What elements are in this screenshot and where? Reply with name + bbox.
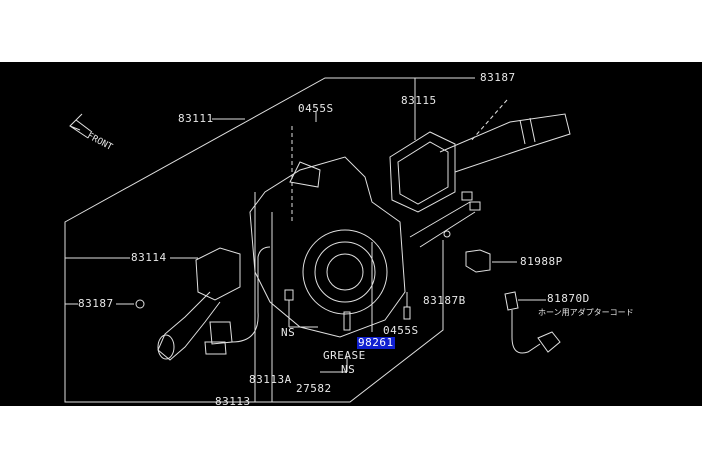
horn-adapter-cord [504, 291, 541, 354]
part-label-83115[interactable]: 83115 [401, 94, 437, 107]
part-label-83187b[interactable]: 83187B [423, 294, 466, 307]
clock-spring [302, 229, 388, 315]
part-label-83113[interactable]: 83113 [215, 395, 251, 408]
parts-diagram: FRONT 83187 83115 0455S 83111 83114 8318… [0, 62, 702, 408]
relay-81988p [465, 249, 491, 273]
part-note-horn-adapter-cord: ホーン用アダプターコード [538, 308, 634, 317]
part-label-0455s-bottom[interactable]: 0455S [383, 324, 419, 337]
part-label-83187-left[interactable]: 83187 [78, 297, 114, 310]
part-label-27582[interactable]: 27582 [296, 382, 332, 395]
part-label-0455s-top[interactable]: 0455S [298, 102, 334, 115]
part-label-83111[interactable]: 83111 [178, 112, 214, 125]
grease-label: GREASE [323, 349, 366, 362]
part-label-83187-top[interactable]: 83187 [480, 71, 516, 84]
part-label-81988p[interactable]: 81988P [520, 255, 563, 268]
turn-signal-switch [195, 247, 241, 301]
part-label-83113a[interactable]: 83113A [249, 373, 292, 386]
assembly-frame [64, 77, 475, 403]
combination-switch-body [249, 156, 406, 338]
diagram-drawing [64, 77, 571, 403]
part-label-83114[interactable]: 83114 [131, 251, 167, 264]
ns-label-left: NS [281, 326, 296, 339]
turn-signal-lever [157, 291, 221, 361]
wiper-switch [389, 131, 456, 213]
part-label-81870d[interactable]: 81870D [547, 292, 590, 305]
wiper-lever [439, 113, 571, 173]
part-label-98261-selected[interactable]: 98261 [357, 336, 395, 349]
ns-label-right: NS [341, 363, 356, 376]
front-arrow-icon [69, 113, 93, 139]
